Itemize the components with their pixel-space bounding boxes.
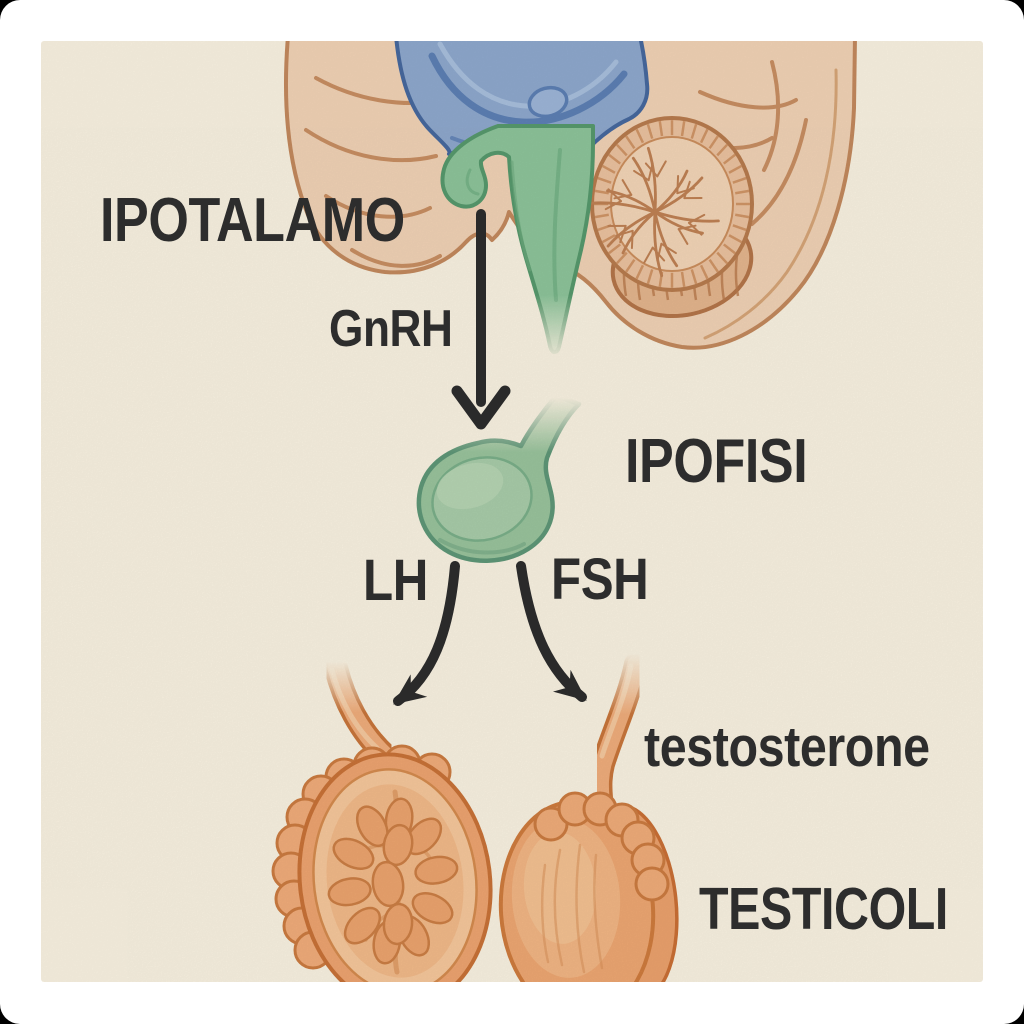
lh-label: LH	[363, 548, 428, 613]
pituitary-label: IPOFISI	[625, 427, 808, 496]
diagram-art-layer: IPOTALAMO GnRH IPOFISI LH FSH testostero…	[41, 41, 983, 982]
fsh-label: FSH	[551, 547, 649, 612]
gnrh-label: GnRH	[329, 300, 453, 358]
illustration-panel: IPOTALAMO GnRH IPOFISI LH FSH testostero…	[41, 41, 983, 982]
testosterone-label: testosterone	[644, 715, 930, 779]
testes-label: TESTICOLI	[699, 876, 948, 942]
hypothalamus-label: IPOTALAMO	[100, 186, 405, 255]
anatomy-illustration	[41, 41, 983, 982]
grain-overlay	[41, 41, 983, 982]
